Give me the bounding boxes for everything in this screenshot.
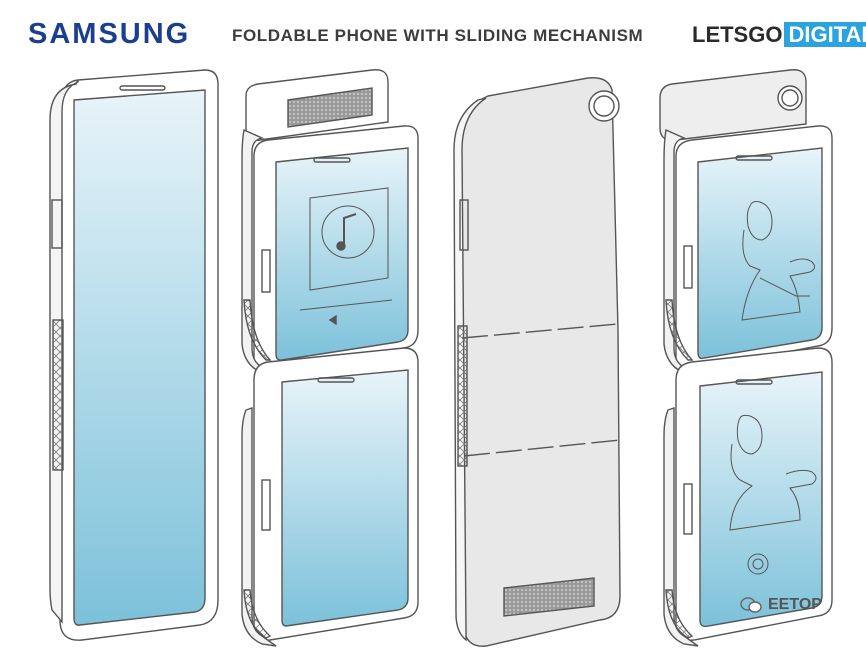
speaker-grill [287,87,373,128]
brand-logo: SAMSUNG [28,18,191,50]
phone-folded-portrait-2 [663,347,833,647]
watermark: EETOP [740,596,822,614]
portrait-screen [699,371,823,628]
phone-unfolded-front [49,69,219,641]
side-button [261,479,271,531]
wechat-icon [740,597,762,613]
progress-bar [299,299,393,311]
album-art [321,205,375,259]
page-title: FOLDABLE PHONE WITH SLIDING MECHANISM [232,26,644,45]
back-panel [457,77,621,647]
side-button [51,199,63,249]
phone-unfolded-back [453,77,621,647]
portrait-figure [729,414,817,575]
music-note-icon [343,213,357,246]
watermark-text: EETOP [768,596,822,613]
play-icon [328,314,337,326]
side-button [459,199,469,251]
hinge-mesh [52,319,64,471]
site-logo-part2: DIGITAL [784,22,866,47]
folded-screen [281,369,409,627]
portrait-screen [697,147,823,360]
phone-folded-portrait [659,69,833,377]
side-button [683,245,693,289]
site-logo-part1: LETSGO [692,22,783,47]
speaker-grill [503,577,595,617]
header: SAMSUNG FOLDABLE PHONE WITH SLIDING MECH… [0,0,866,60]
site-logo: LETSGODIGITAL [692,22,866,48]
music-screen [275,147,409,361]
phone-folded-blank [241,347,419,647]
phone-folded-music [241,69,419,377]
side-button [683,483,693,535]
unfolded-screen [73,89,206,626]
side-button [261,249,271,293]
portrait-figure [741,201,816,321]
